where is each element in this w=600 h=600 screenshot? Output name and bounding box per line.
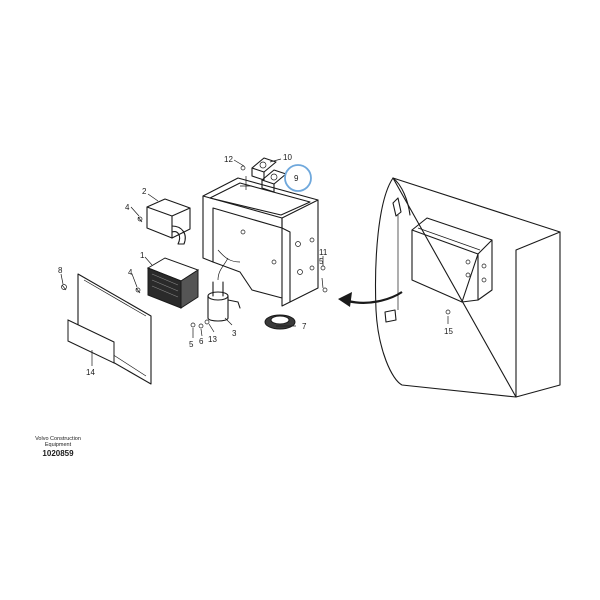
drawing-number: 1020859 <box>42 449 74 458</box>
callout-2: 2 <box>142 187 147 196</box>
callout-6: 6 <box>199 337 204 346</box>
callout-4b: 4 <box>128 268 133 277</box>
rubber-grommet <box>264 314 296 330</box>
direction-arrow <box>338 291 403 307</box>
callout-9: 9 <box>294 174 299 183</box>
callout-1: 1 <box>140 251 145 260</box>
callout-15: 15 <box>444 327 453 336</box>
connector-block <box>146 198 191 245</box>
mounted-ecu-box <box>411 217 493 303</box>
company-name-line2: Equipment <box>45 442 72 448</box>
mounting-bracket <box>202 177 319 307</box>
callout-10: 10 <box>283 153 292 162</box>
callout-13: 13 <box>208 335 217 344</box>
callout-5b: 5 <box>319 257 324 266</box>
company-name-line1: Volvo Construction <box>35 436 81 442</box>
cylinder-component <box>207 257 241 322</box>
callout-12: 12 <box>224 155 233 164</box>
cover-plate <box>67 273 152 385</box>
callout-11: 11 <box>319 248 328 257</box>
callout-8: 8 <box>58 266 63 275</box>
callout-7: 7 <box>302 322 307 331</box>
callout-3: 3 <box>232 329 237 338</box>
drawing-footer: Volvo Construction Equipment 1020859 <box>35 436 81 458</box>
machine-body <box>374 177 561 398</box>
callout-labels: 1 2 3 4 4 5 5 6 7 8 9 10 11 12 13 14 15 <box>58 153 453 377</box>
leader-lines <box>60 158 449 366</box>
screws <box>61 165 451 329</box>
callout-14: 14 <box>86 368 95 377</box>
callout-4a: 4 <box>125 203 130 212</box>
terminal-connectors <box>240 157 287 193</box>
relay-module <box>146 257 200 309</box>
highlight-circle <box>284 164 312 192</box>
callout-5a: 5 <box>189 340 194 349</box>
